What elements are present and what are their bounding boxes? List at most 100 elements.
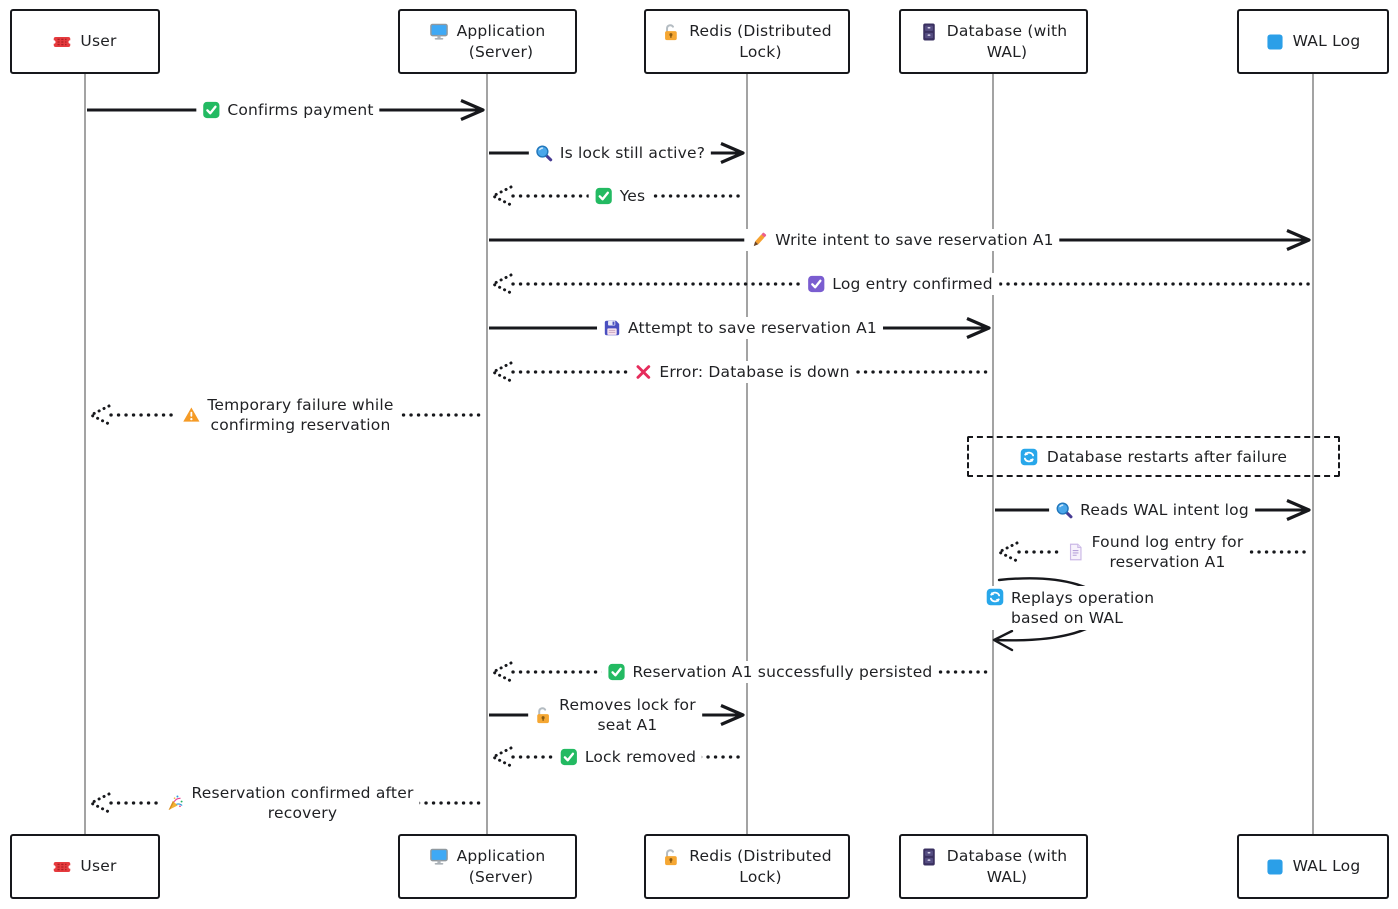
message-text-line: Temporary failure while — [207, 396, 394, 414]
check-icon — [202, 101, 220, 119]
message-3-text: Yes — [619, 187, 646, 205]
magnifier-icon — [1055, 501, 1073, 519]
actor-label-line: WAL) — [986, 43, 1028, 61]
actor-label-line: WAL Log — [1292, 857, 1361, 875]
actor-label-line: (Server) — [468, 868, 534, 886]
lifeline-user — [84, 74, 86, 834]
actor-label-line: (Server) — [468, 43, 534, 61]
message-13-arrow — [487, 744, 747, 770]
message-line — [489, 746, 747, 768]
message-text-line: seat A1 — [597, 716, 658, 734]
message-9-text: Reads WAL intent log — [1080, 501, 1249, 519]
message-text-line: confirming reservation — [210, 416, 391, 434]
message-11-label: Reservation A1 successfully persisted — [601, 661, 939, 683]
party-icon — [166, 794, 184, 812]
actor-box-app-bottom: Application (Server) — [398, 834, 577, 899]
actor-label-line: Application — [456, 22, 546, 40]
message-line — [489, 185, 747, 207]
message-6-text: Attempt to save reservation A1 — [628, 319, 877, 337]
actor-box-user-bottom: User — [10, 834, 160, 899]
lock-open-icon — [662, 848, 680, 866]
database-icon — [920, 23, 938, 41]
message-8-label: Temporary failure while confirming reserv… — [176, 394, 400, 436]
message-7-text: Error: Database is down — [659, 363, 850, 381]
actor-label-user: User — [80, 856, 116, 877]
actor-box-user-top: User — [10, 9, 160, 74]
note-text: Database restarts after failure — [1046, 447, 1288, 466]
self-message-text-line: based on WAL — [1011, 609, 1124, 627]
repeat-icon — [986, 588, 1004, 606]
message-line — [995, 541, 1313, 563]
repeat-icon — [1020, 448, 1038, 466]
pencil-icon — [750, 231, 768, 249]
message-6-label: Attempt to save reservation A1 — [597, 317, 883, 339]
actor-label-app: Application (Server) — [457, 846, 546, 888]
message-13-text: Lock removed — [584, 748, 697, 766]
database-icon — [920, 848, 938, 866]
message-3-label: Yes — [588, 185, 652, 207]
monitor-icon — [429, 848, 448, 866]
actor-label-line: Database (with — [946, 847, 1068, 865]
lock-open-icon — [534, 706, 552, 724]
message-8-text: Temporary failure while confirming reserv… — [207, 395, 393, 435]
document-icon — [1067, 543, 1085, 561]
message-10-arrow — [993, 539, 1313, 565]
message-9-label: Reads WAL intent log — [1049, 499, 1255, 521]
magnifier-icon — [535, 144, 553, 162]
actor-label-user: User — [80, 31, 116, 52]
note-database-restarts: Database restarts after failure — [967, 436, 1340, 477]
ticket-icon — [53, 33, 72, 51]
message-text-line: recovery — [267, 804, 338, 822]
warning-icon — [182, 406, 200, 424]
checkbox-icon — [807, 275, 825, 293]
ticket-icon — [53, 858, 72, 876]
actor-box-app-top: Application (Server) — [398, 9, 577, 74]
actor-label-app: Application (Server) — [457, 21, 546, 63]
actor-label-line: Lock) — [739, 43, 782, 61]
message-5-label: Log entry confirmed — [801, 273, 999, 295]
message-4-text: Write intent to save reservation A1 — [775, 231, 1054, 249]
actor-box-wal-top: WAL Log — [1237, 9, 1389, 74]
message-4-label: Write intent to save reservation A1 — [744, 229, 1060, 251]
floppy-icon — [603, 319, 621, 337]
actor-label-line: User — [80, 32, 117, 50]
actor-label-line: Redis (Distributed — [689, 22, 832, 40]
message-11-text: Reservation A1 successfully persisted — [632, 663, 933, 681]
actor-label-line: WAL Log — [1292, 32, 1361, 50]
blue-square-icon — [1266, 33, 1284, 51]
check-icon — [560, 748, 578, 766]
actor-label-wal: WAL Log — [1293, 31, 1361, 52]
message-7-label: Error: Database is down — [628, 361, 856, 383]
message-text-line: reservation A1 — [1109, 553, 1226, 571]
cross-icon — [634, 363, 652, 381]
message-3-arrow — [487, 183, 747, 209]
message-5-text: Log entry confirmed — [832, 275, 993, 293]
message-2-text: Is lock still active? — [559, 144, 706, 162]
actor-box-wal-bottom: WAL Log — [1237, 834, 1389, 899]
lifeline-redis — [746, 74, 748, 834]
check-icon — [595, 187, 613, 205]
actor-label-line: Application — [456, 847, 546, 865]
actor-label-line: Redis (Distributed — [689, 847, 832, 865]
message-1-text: Confirms payment — [227, 101, 374, 119]
actor-label-wal: WAL Log — [1293, 856, 1361, 877]
message-1-label: Confirms payment — [196, 99, 380, 121]
monitor-icon — [429, 23, 448, 41]
lifeline-wal — [1312, 74, 1314, 834]
actor-label-line: Lock) — [739, 868, 782, 886]
message-2-label: Is lock still active? — [528, 142, 712, 164]
actor-label-line: Database (with — [946, 22, 1068, 40]
